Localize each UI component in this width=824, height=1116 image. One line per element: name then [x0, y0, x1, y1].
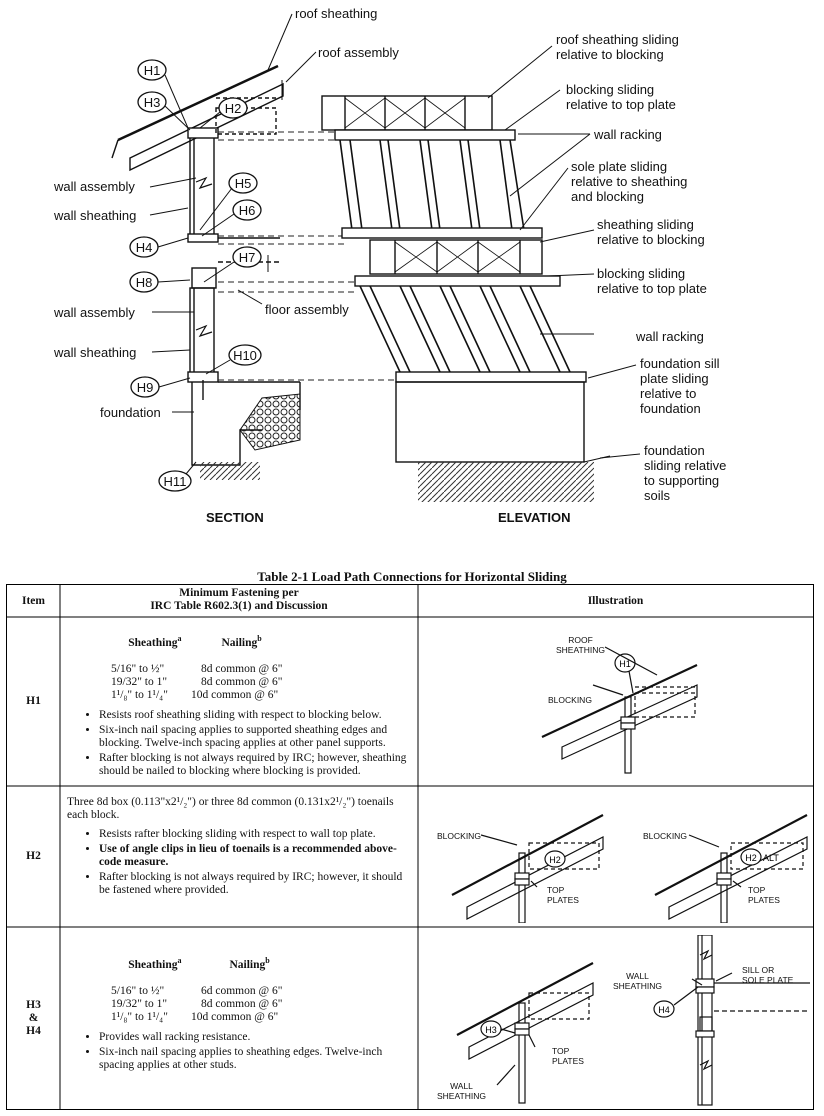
h2-intro: Three 8d box (0.113"x2¹/₂") or three 8d … — [67, 796, 394, 821]
h3-ill-top-label: TOP PLATES — [552, 1046, 584, 1066]
callout-h5: H5 — [235, 176, 252, 191]
h1-ill-roof-label: ROOF SHEATHING — [556, 635, 605, 655]
h2-ill-blocking-b: BLOCKING — [643, 831, 687, 841]
label-wall-sheathing-upper: wall sheathing — [54, 208, 137, 223]
h1-ill-callout: H1 — [619, 659, 631, 669]
callout-h11: H11 — [164, 474, 187, 489]
h4-illustration: H4 — [653, 935, 810, 1106]
callout-h6: H6 — [239, 203, 256, 218]
callout-h1: H1 — [144, 63, 161, 78]
svg-text:H4: H4 — [658, 1005, 670, 1015]
h1-bullet-1: Resists roof sheathing sliding with resp… — [99, 709, 413, 722]
section-title: SECTION — [206, 510, 264, 525]
h1-illustration: H1 — [541, 646, 698, 774]
label-elev-6: blocking sliding relative to top plate — [597, 266, 707, 296]
load-path-figure: H1 H3 H2 H5 H6 H4 H7 H8 H10 H9 H11 — [111, 13, 641, 502]
h3-illustration: H3 — [456, 962, 594, 1104]
label-elev-7: wall racking — [636, 329, 704, 344]
label-elev-4: sole plate sliding relative to sheathing… — [571, 159, 688, 204]
h1-bullet-2: Six-inch nail spacing applies to support… — [99, 724, 413, 750]
elevation-title: ELEVATION — [498, 510, 571, 525]
label-wall-assembly-upper: wall assembly — [54, 179, 135, 194]
h4-ill-sill-label: SILL OR SOLE PLATE — [742, 965, 794, 985]
row-h3-h4-item: H3 & H4 — [26, 998, 41, 1037]
callout-h4: H4 — [136, 240, 153, 255]
h2-bullet-3: Rafter blocking is not always required b… — [99, 871, 413, 897]
label-elev-5: sheathing sliding relative to blocking — [597, 217, 705, 247]
callout-h7: H7 — [239, 250, 256, 265]
h3-bullet-1: Provides wall racking resistance. — [99, 1031, 413, 1044]
header-illustration: Illustration — [587, 594, 644, 607]
callout-h10: H10 — [233, 348, 257, 363]
h2-bullet-1: Resists rafter blocking sliding with res… — [99, 828, 413, 841]
h2-ill-top-b: TOP PLATES — [748, 885, 780, 905]
header-fastening: Minimum Fastening per IRC Table R602.3(1… — [150, 587, 328, 612]
elevation-drawing — [321, 95, 611, 502]
callout-h8: H8 — [136, 275, 153, 290]
row-h2-item: H2 — [26, 850, 41, 862]
svg-text:H2: H2 — [745, 853, 757, 863]
h1-bullet-3: Rafter blocking is not always required b… — [99, 752, 413, 778]
label-roof-sheathing: roof sheathing — [295, 6, 378, 21]
row-h2-fastening: Three 8d box (0.113"x2¹/₂") or three 8d … — [67, 796, 413, 899]
svg-text:H3: H3 — [485, 1025, 497, 1035]
label-elev-3: wall racking — [594, 127, 662, 142]
label-floor-assembly: floor assembly — [265, 302, 349, 317]
table-grid — [7, 585, 813, 1109]
row-h1-item: H1 — [26, 695, 41, 707]
h1-sheathing-head: Sheathing — [128, 636, 178, 649]
label-foundation: foundation — [100, 405, 161, 420]
callout-h3: H3 — [144, 95, 161, 110]
label-wall-sheathing-lower: wall sheathing — [54, 345, 137, 360]
table-caption: Table 2-1 Load Path Connections for Hori… — [257, 569, 567, 584]
h3-ill-wall-label: WALL SHEATHING — [437, 1081, 486, 1101]
h2-ill-blocking-a: BLOCKING — [437, 831, 481, 841]
h1-ill-blocking-label: BLOCKING — [548, 695, 592, 705]
label-elev-1: roof sheathing sliding relative to block… — [556, 32, 679, 62]
label-wall-assembly-lower: wall assembly — [54, 305, 135, 320]
h2-ill-top-a: TOP PLATES — [547, 885, 579, 905]
h2-ill-alt: ALT — [763, 853, 779, 863]
h2-illustration-a: H2 — [451, 814, 604, 923]
table-2-1: Item Minimum Fastening per IRC Table R60… — [6, 584, 814, 1110]
label-roof-assembly: roof assembly — [318, 45, 399, 60]
h4-ill-wall-label: WALL SHEATHING — [613, 971, 662, 991]
h3-bullet-2: Six-inch nail spacing applies to sheathi… — [99, 1046, 413, 1072]
callout-bubbles — [129, 59, 262, 492]
label-elev-8: foundation sill plate sliding relative t… — [640, 356, 720, 416]
h1-nailing-head: Nailing — [221, 636, 258, 649]
h2-illustration-b: H2 ALT — [654, 814, 808, 923]
svg-text:H2: H2 — [549, 855, 561, 865]
h2-bullet-2: Use of angle clips in lieu of toenails i… — [99, 843, 413, 869]
callout-h2: H2 — [225, 101, 242, 116]
header-item: Item — [22, 594, 45, 607]
label-elev-9: foundation sliding relative to supportin… — [644, 443, 727, 503]
callout-h9: H9 — [137, 380, 154, 395]
label-elev-2: blocking sliding relative to top plate — [566, 82, 676, 112]
